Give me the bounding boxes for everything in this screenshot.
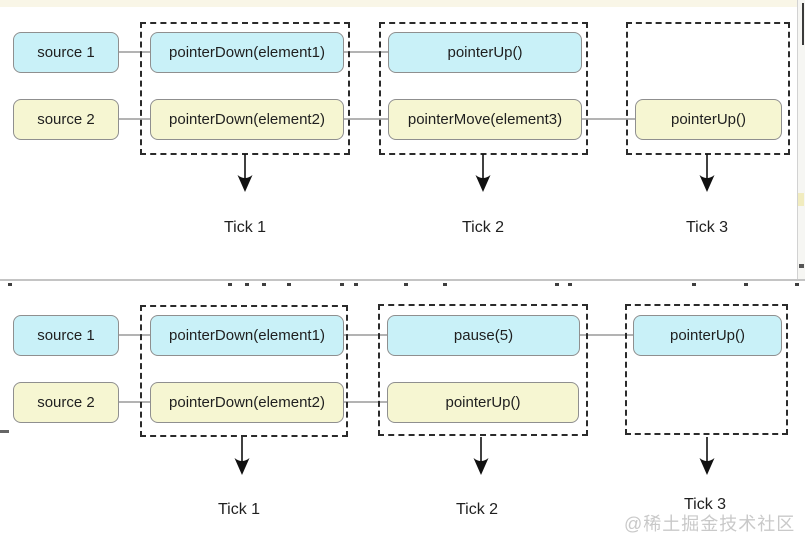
- artifact-speck: [555, 283, 559, 286]
- watermark-text: @稀土掘金技术社区: [624, 514, 796, 534]
- image-divider-line: [0, 279, 805, 281]
- d2-source-2-node: source 2: [13, 382, 119, 423]
- d1-tick3-label: Tick 3: [685, 219, 729, 236]
- d1-connector: [119, 51, 151, 53]
- artifact-speck: [744, 283, 748, 286]
- d1-connector: [119, 118, 151, 120]
- d2-connector: [580, 334, 634, 336]
- d1-source-2-node: source 2: [13, 99, 119, 140]
- artifact-speck: [262, 283, 266, 286]
- artifact-speck: [692, 283, 696, 286]
- d1-source-1-node: source 1: [13, 32, 119, 73]
- artifact-speck: [228, 283, 232, 286]
- d1-connector: [582, 118, 636, 120]
- d2-tick2-dashed-box: [378, 304, 588, 436]
- top-bar-artifact: [0, 0, 805, 7]
- d2-tick3-arrow-down-icon: [699, 437, 715, 475]
- d1-tick1-arrow-down-icon: [237, 154, 253, 192]
- d1-connector: [344, 118, 389, 120]
- d2-tick1-pointerdown-element2-node: pointerDown(element2): [150, 382, 344, 423]
- right-edge-line: [797, 0, 798, 281]
- d1-tick1-label: Tick 1: [223, 219, 267, 236]
- d1-tick1-pointerdown-element1-node: pointerDown(element1): [150, 32, 344, 73]
- d2-connector: [119, 401, 151, 403]
- right-edge-dark-speck: [799, 264, 804, 268]
- d1-connector: [344, 51, 389, 53]
- d1-tick2-pointerup-node: pointerUp(): [388, 32, 582, 73]
- d2-tick1-arrow-down-icon: [234, 437, 250, 475]
- artifact-speck: [443, 283, 447, 286]
- artifact-speck: [568, 283, 572, 286]
- artifact-speck: [287, 283, 291, 286]
- d2-connector: [119, 334, 151, 336]
- d2-connector: [344, 334, 388, 336]
- artifact-speck: [795, 283, 799, 286]
- d1-tick2-arrow-down-icon: [475, 154, 491, 192]
- right-edge-strip: [797, 0, 805, 281]
- d2-tick1-dashed-box: [140, 305, 348, 437]
- d2-tick3-dashed-box: [625, 304, 788, 435]
- d1-tick2-label: Tick 2: [461, 219, 505, 236]
- d2-tick1-label: Tick 1: [217, 501, 261, 518]
- d1-tick3-pointerup-node: pointerUp(): [635, 99, 782, 140]
- d2-tick3-pointerup-node: pointerUp(): [633, 315, 782, 356]
- d2-connector: [344, 401, 388, 403]
- artifact-speck: [404, 283, 408, 286]
- right-edge-yellow-speck: [798, 193, 804, 206]
- d1-tick3-arrow-down-icon: [699, 154, 715, 192]
- d2-tick2-label: Tick 2: [455, 501, 499, 518]
- d1-tick1-pointerdown-element2-node: pointerDown(element2): [150, 99, 344, 140]
- artifact-speck: [8, 283, 12, 286]
- artifact-speck: [354, 283, 358, 286]
- d2-tick2-arrow-down-icon: [473, 437, 489, 475]
- d1-tick2-pointermove-node: pointerMove(element3): [388, 99, 582, 140]
- d2-tick3-label: Tick 3: [683, 496, 727, 513]
- left-edge-artifact: [0, 430, 9, 433]
- d2-tick2-pointerup-node: pointerUp(): [387, 382, 579, 423]
- d2-source-1-node: source 1: [13, 315, 119, 356]
- artifact-speck: [340, 283, 344, 286]
- artifact-speck: [245, 283, 249, 286]
- right-edge-dark-sliver: [802, 3, 804, 45]
- d2-tick1-pointerdown-element1-node: pointerDown(element1): [150, 315, 344, 356]
- d1-tick3-dashed-box: [626, 22, 790, 155]
- d2-tick2-pause-node: pause(5): [387, 315, 580, 356]
